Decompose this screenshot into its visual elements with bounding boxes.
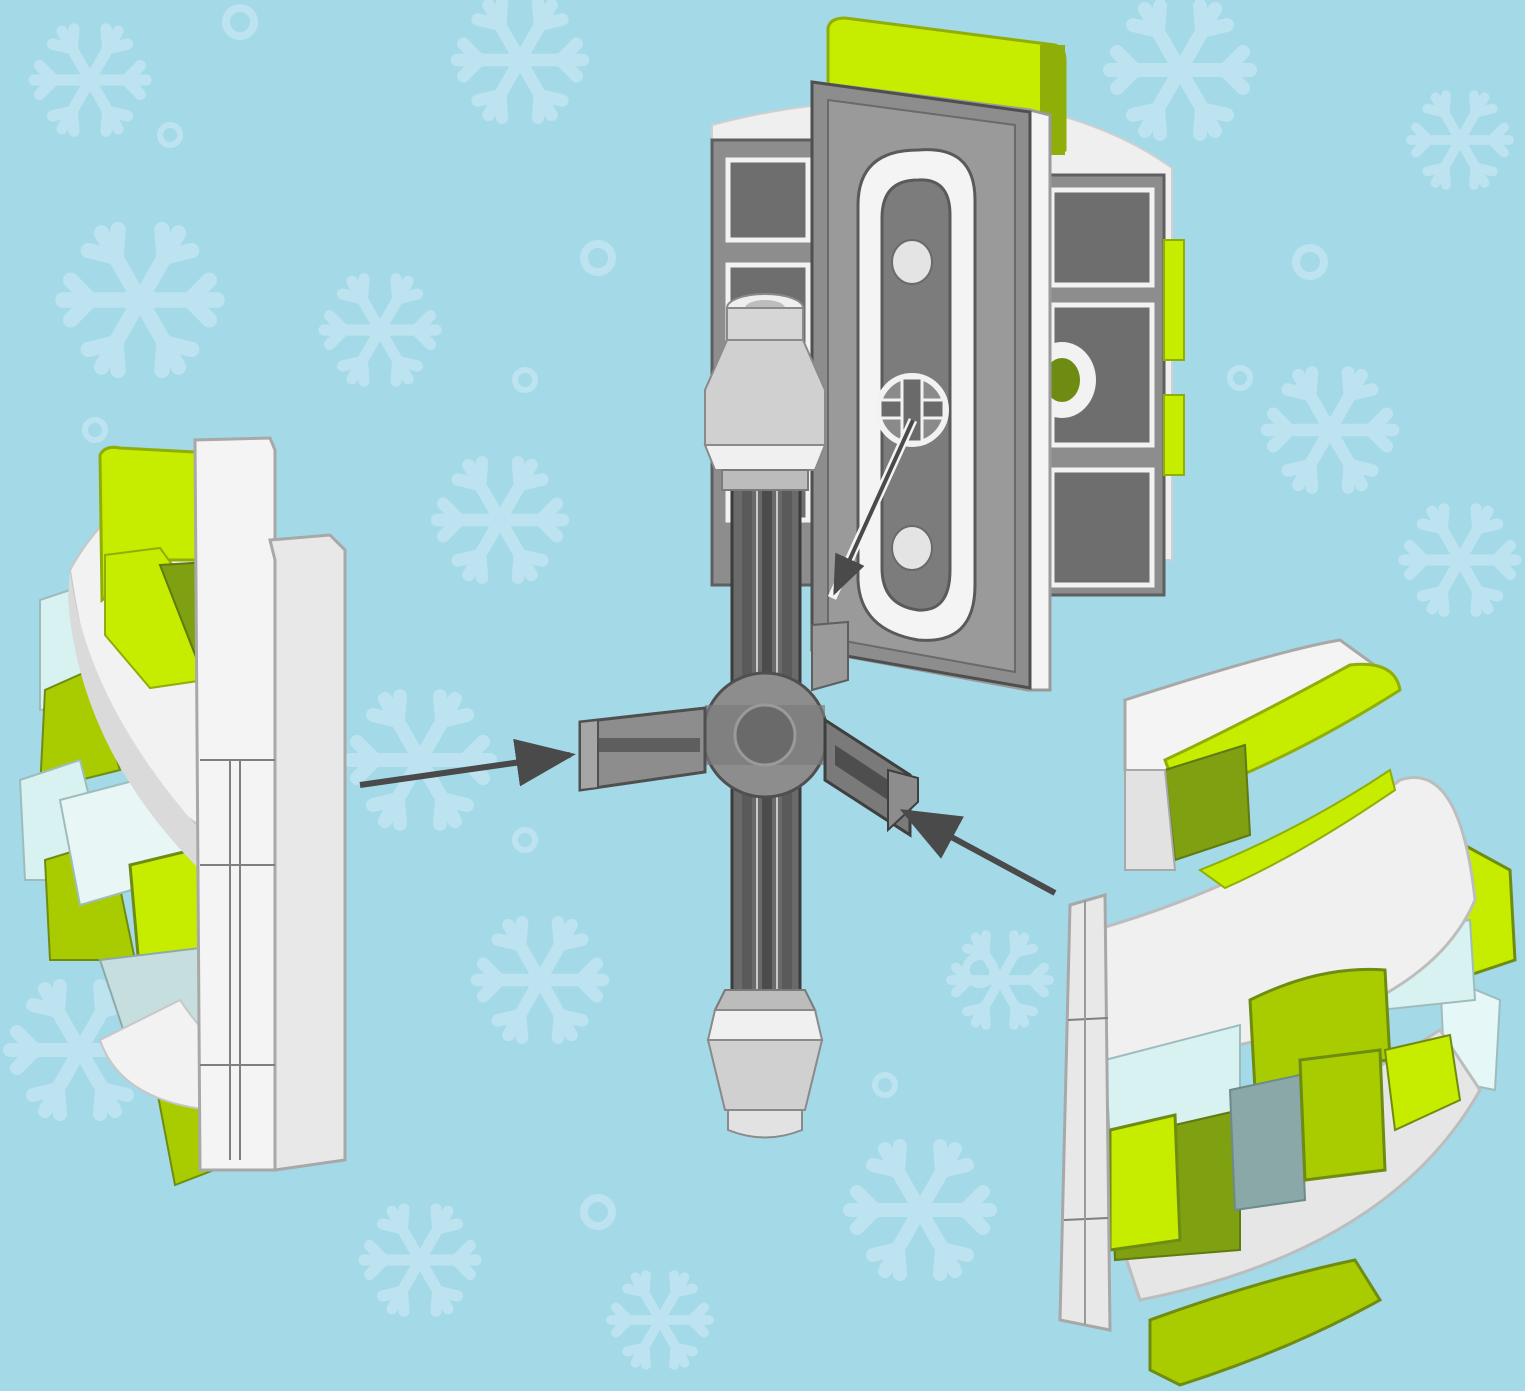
assembly-illustration: [0, 0, 1525, 1391]
